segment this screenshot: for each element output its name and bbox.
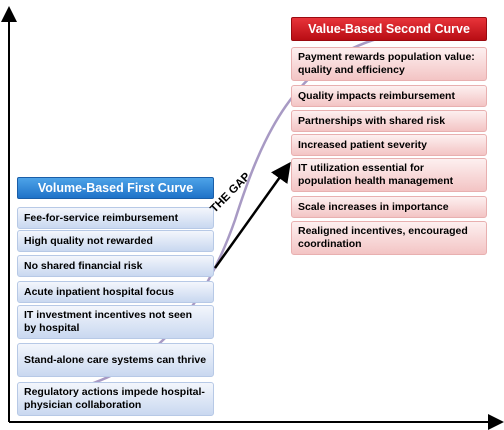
second-curve-item: Partnerships with shared risk bbox=[291, 110, 487, 132]
second-curve-item: Payment rewards population value: qualit… bbox=[291, 47, 487, 81]
first-curve-item: No shared financial risk bbox=[17, 255, 214, 277]
first-curve-item: Regulatory actions impede hospital-physi… bbox=[17, 382, 214, 416]
second-curve-item: IT utilization essential for population … bbox=[291, 158, 487, 192]
second-curve-item: Realigned incentives, encouraged coordin… bbox=[291, 221, 487, 255]
first-curve-item: IT investment incentives not seen by hos… bbox=[17, 305, 214, 339]
first-curve-item: Fee-for-service reimbursement bbox=[17, 207, 214, 229]
first-curve-item: Stand-alone care systems can thrive bbox=[17, 343, 214, 377]
first-curve-item: High quality not rewarded bbox=[17, 230, 214, 252]
second-curve-item: Quality impacts reimbursement bbox=[291, 85, 487, 107]
gap-arrow bbox=[213, 161, 291, 269]
second-curve-item: Scale increases in importance bbox=[291, 196, 487, 218]
first-curve-item: Acute inpatient hospital focus bbox=[17, 281, 214, 303]
first-curve-header: Volume-Based First Curve bbox=[17, 177, 214, 199]
second-curve-header: Value-Based Second Curve bbox=[291, 17, 487, 41]
second-curve-item: Increased patient severity bbox=[291, 134, 487, 156]
